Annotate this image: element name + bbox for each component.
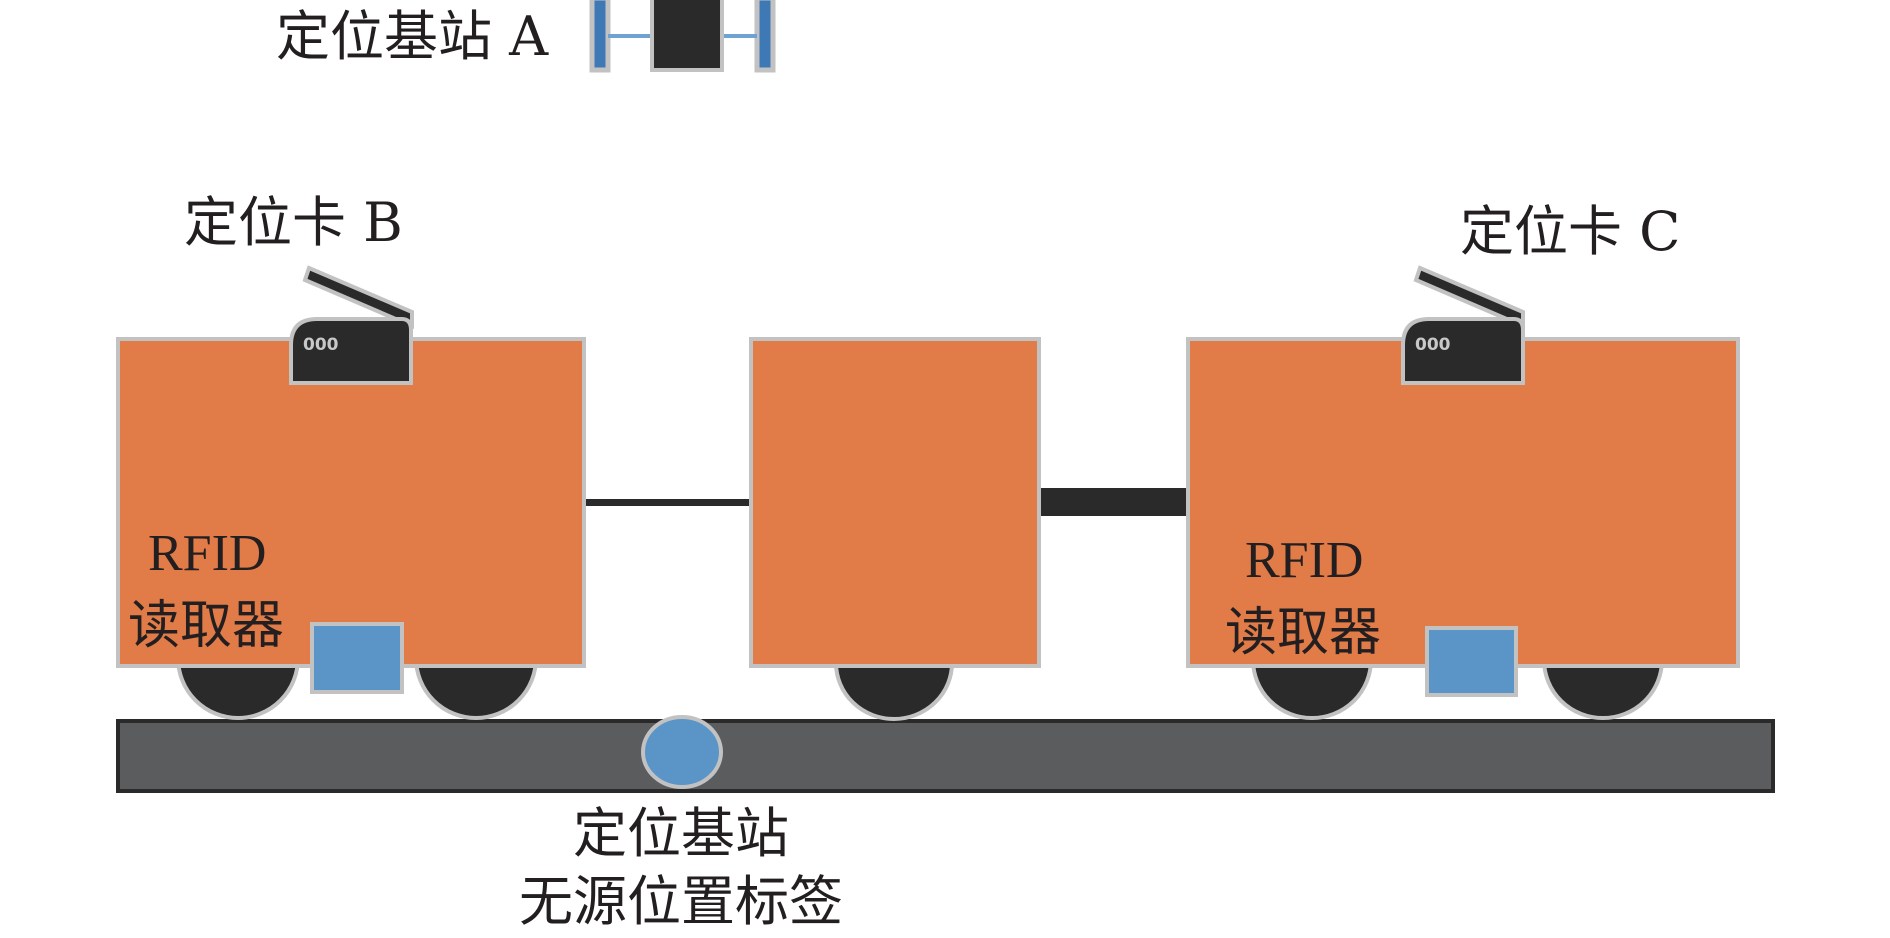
base-station-right-bar <box>754 0 776 73</box>
positioning-card-c-device: 000 <box>1401 265 1525 385</box>
card-c-body <box>1401 317 1525 385</box>
positioning-card-b-device: 000 <box>289 265 414 385</box>
passive-position-tag <box>641 715 723 789</box>
card-c-label: 定位卡 C <box>1460 200 1680 263</box>
card-b-indicator-lights: 000 <box>303 335 339 355</box>
rfid-left-label-line2: 读取器 <box>128 596 284 656</box>
coupler-thin <box>584 499 751 506</box>
passive-tag-label-line2: 无源位置标签 <box>519 870 843 933</box>
base-station-a-label: 定位基站 A <box>276 5 549 68</box>
card-c-indicator-lights: 000 <box>1415 335 1451 355</box>
car-1 <box>116 337 586 668</box>
base-station-body <box>650 0 724 72</box>
base-station-a-device <box>589 0 776 73</box>
rfid-right-label-line2: 读取器 <box>1225 603 1381 663</box>
rfid-reader-left <box>310 622 404 694</box>
car-3 <box>1186 337 1740 668</box>
rfid-left-label-line1: RFID <box>148 525 266 582</box>
coupler-thick <box>1039 488 1187 516</box>
rfid-reader-right <box>1425 626 1518 697</box>
car-2 <box>749 337 1041 668</box>
rail-track <box>116 719 1775 793</box>
base-station-left-bar <box>589 0 611 73</box>
card-b-body <box>289 317 413 385</box>
passive-tag-label-line1: 定位基站 <box>573 802 789 865</box>
rfid-right-label-line1: RFID <box>1245 532 1363 589</box>
card-b-label: 定位卡 B <box>184 191 403 254</box>
